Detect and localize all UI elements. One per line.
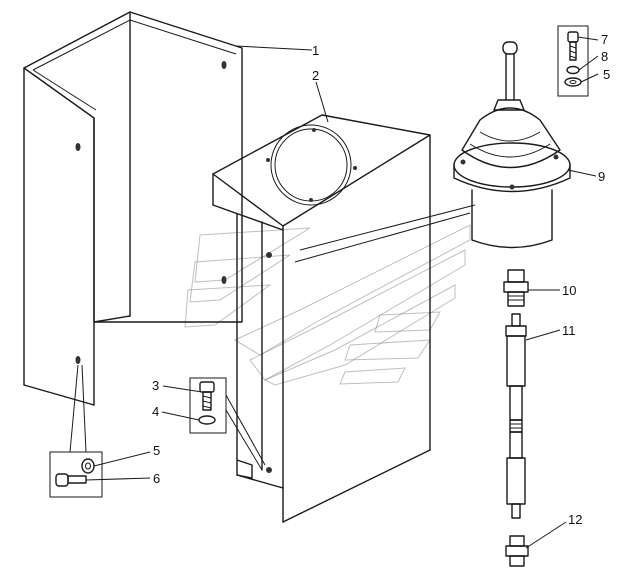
- part-10-fitting: [503, 269, 529, 307]
- fastener-group-center: [189, 377, 266, 471]
- callout-4: 4: [152, 404, 159, 419]
- part-9-joystick: [453, 41, 571, 249]
- callout-10: 10: [562, 283, 576, 298]
- part-11-rod: [505, 313, 527, 519]
- fastener-group-right: [557, 25, 589, 97]
- callout-3: 3: [152, 378, 159, 393]
- callout-5-left: 5: [153, 443, 160, 458]
- callout-11: 11: [562, 323, 576, 338]
- callout-7: 7: [601, 32, 608, 47]
- part-1-bracket: [23, 11, 243, 406]
- callout-6: 6: [153, 471, 160, 486]
- callout-8: 8: [601, 49, 608, 64]
- callout-9: 9: [598, 169, 605, 184]
- callout-12: 12: [568, 512, 582, 527]
- callout-1: 1: [312, 43, 319, 58]
- part-2-housing: [212, 114, 431, 523]
- callout-5-right: 5: [603, 67, 610, 82]
- part-12-fitting: [505, 535, 529, 567]
- callout-2: 2: [312, 68, 319, 83]
- watermark-logo: [184, 224, 471, 386]
- leader-lines: [85, 36, 599, 549]
- callout-labels: 1 2 3 4 5 5 6 7 8 9 10 11 12: [152, 32, 610, 527]
